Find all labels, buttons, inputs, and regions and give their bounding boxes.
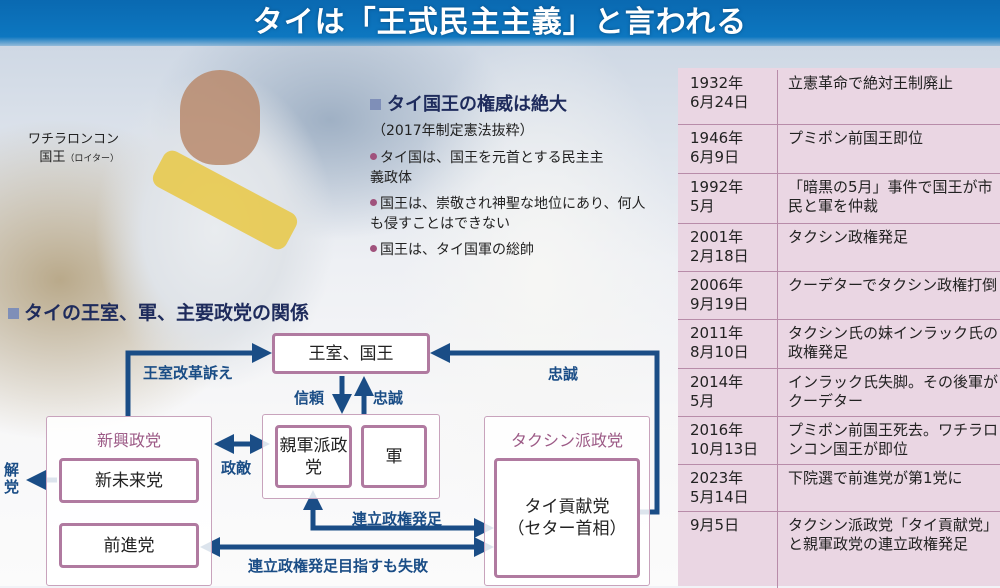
timeline-event: 「暗黒の5月」事件で国王が市民と軍を仲裁 (788, 178, 993, 215)
timeline-event: 立憲革命で絶対王制廃止 (788, 74, 954, 92)
timeline-date: 1992年 5月 (678, 174, 778, 223)
bullet-icon (370, 199, 377, 206)
pheu-thai-pm: （セター首相） (507, 519, 627, 539)
timeline-event: プミポン前国王即位 (788, 129, 924, 147)
pheu-thai-box: タイ貢献党 （セター首相） (494, 458, 640, 578)
arrow-coalition (303, 490, 494, 538)
timeline-event: タクシン氏の妹インラック氏の政権発足 (788, 324, 999, 361)
label-loyalty-center: 忠誠 (373, 389, 404, 407)
timeline-date: 1946年 6月9日 (678, 125, 778, 173)
pheu-thai-name: タイ貢献党 (524, 497, 610, 517)
emerging-heading: 新興政党 (96, 431, 161, 450)
timeline-event: タクシン政権発足 (788, 228, 909, 246)
timeline-date: 2011年 8月10日 (678, 320, 778, 368)
king-photo (180, 70, 260, 165)
timeline-event: インラック氏失脚。その後軍がクーデター (788, 373, 999, 410)
relationship-arrows (26, 343, 660, 557)
thaksin-heading: タクシン派政党 (510, 431, 623, 450)
timeline-event: クーデターでタクシン政権打倒 (788, 276, 998, 294)
bullet-icon (370, 153, 377, 160)
timeline-row: 1946年 6月9日プミポン前国王即位 (678, 125, 1000, 174)
timeline-row: 2006年 9月19日クーデターでタクシン政権打倒 (678, 272, 1000, 320)
label-coalition: 連立政権発足 (352, 510, 443, 528)
timeline-row: 2023年 5月14日下院選で前進党が第1党に (678, 465, 1000, 512)
timeline-event: プミポン前国王死去。ワチラロンコン国王が即位 (788, 421, 999, 458)
timeline-date: 2006年 9月19日 (678, 272, 778, 319)
authority-source: （2017年制定憲法抜粋） (372, 123, 534, 139)
authority-point: 国王は、タイ国軍の総帥 (380, 242, 534, 258)
future-forward-box: 新未来党 (59, 458, 199, 503)
timeline-event: 下院選で前進党が第1党に (788, 469, 963, 487)
authority-point: タイ国は、国王を元首とする民主主義政体 (370, 150, 604, 186)
timeline-date: 1932年 6月24日 (678, 70, 778, 124)
authority-heading: タイ国王の権威は絶大 (387, 94, 567, 115)
authority-point: 国王は、崇敬され神聖な地位にあり、何人も侵すことはできない (370, 196, 646, 232)
timeline-date: 2023年 5月14日 (678, 465, 778, 511)
timeline-row: 1932年 6月24日立憲革命で絶対王制廃止 (678, 70, 1000, 125)
label-dissolved: 解党 (4, 461, 20, 496)
timeline-row: 9月5日タクシン派政党「タイ貢献党」と親軍政党の連立政権発足 (678, 512, 1000, 588)
diagram-heading: タイの王室、軍、主要政党の関係 (8, 298, 309, 325)
arrow-reform (125, 343, 272, 416)
timeline-date: 2014年 5月 (678, 369, 778, 416)
photo-caption: ワチラロンコン 国王（ロイター） (28, 131, 119, 168)
authority-panel: タイ国王の権威は絶大 （2017年制定憲法抜粋） タイ国は、国王を元首とする民主… (370, 90, 652, 266)
military-box: 軍 (361, 425, 427, 488)
bullet-icon (370, 245, 377, 252)
move-forward-box: 前進党 (59, 523, 199, 568)
caption-name: ワチラロンコン (28, 132, 120, 147)
timeline-row: 2014年 5月インラック氏失脚。その後軍がクーデター (678, 369, 1000, 417)
label-reform: 王室改革訴え (143, 364, 234, 382)
timeline-row: 2011年 8月10日タクシン氏の妹インラック氏の政権発足 (678, 320, 1000, 369)
label-enemy: 政敵 (221, 459, 252, 477)
timeline-row: 1992年 5月「暗黒の5月」事件で国王が市民と軍を仲裁 (678, 174, 1000, 224)
timeline-event: タクシン派政党「タイ貢献党」と親軍政党の連立政権発足 (788, 516, 999, 553)
timeline-date: 2016年 10月13日 (678, 417, 778, 464)
timeline-row: 2001年 2月18日タクシン政権発足 (678, 224, 1000, 272)
label-loyalty-right: 忠誠 (548, 365, 579, 383)
page-title: タイは「王式民主主義」と言われる (0, 0, 1000, 46)
caption-credit: （ロイター） (65, 154, 120, 164)
timeline-row: 2016年 10月13日プミポン前国王死去。ワチラロンコン国王が即位 (678, 417, 1000, 465)
pro-military-party-box: 親軍派政党 (275, 425, 352, 488)
caption-role: 国王 (39, 150, 66, 165)
square-bullet-icon (370, 99, 381, 110)
timeline-date: 2001年 2月18日 (678, 224, 778, 271)
label-trust: 信頼 (294, 389, 325, 407)
royal-box: 王室、国王 (272, 333, 430, 374)
square-bullet-icon (8, 308, 19, 319)
timeline-date: 9月5日 (678, 512, 778, 588)
label-coalition-failed: 連立政権発足目指すも失敗 (248, 557, 429, 575)
